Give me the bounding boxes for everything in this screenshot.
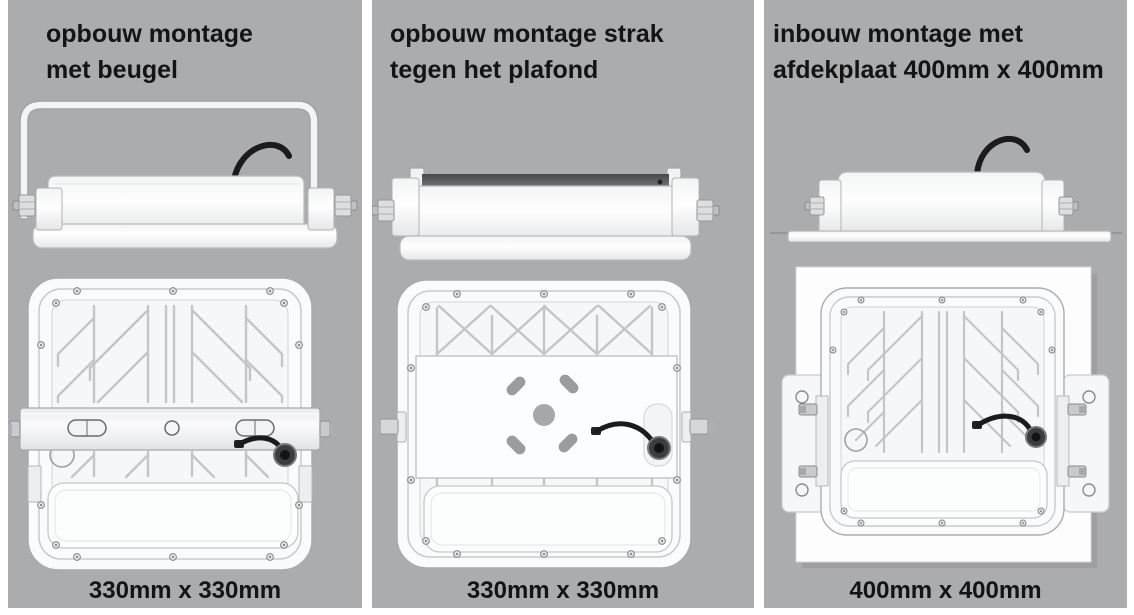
panel2-illustration <box>372 167 720 569</box>
side-view-bracket-mount <box>12 100 358 249</box>
cable-gland <box>647 436 671 460</box>
driver-box <box>840 460 1048 519</box>
panel-inbouw-met-afdekplaat: inbouw montage met afdekplaat 400mm x 40… <box>764 0 1127 608</box>
panel1-dimension-label: 330mm x 330mm <box>88 577 282 604</box>
panel1-title-line2: met beugel <box>46 56 178 84</box>
panel2-title-line1: opbouw montage strak <box>390 20 664 48</box>
side-bracket-right <box>1062 374 1110 513</box>
cover-plate-edge <box>787 230 1112 243</box>
panel3-title-line1: inbouw montage met <box>773 20 1023 48</box>
power-cable <box>974 136 1030 177</box>
panel3-title-line2: afdekplaat 400mm x 400mm <box>773 56 1104 84</box>
mounting-plate-slots <box>506 374 579 455</box>
side-view-flush-mount <box>372 167 720 261</box>
panel2-title-line2: tegen het plafond <box>390 56 599 84</box>
fixture-body-side <box>12 175 358 249</box>
cable-gland <box>273 443 297 467</box>
driver-box <box>423 485 673 553</box>
heatsink-ribs <box>846 310 1040 454</box>
panel3-dimension-label: 400mm x 400mm <box>849 577 1042 604</box>
plate-center-hole <box>533 404 555 426</box>
driver-box <box>47 482 299 549</box>
fixture-body-side <box>804 171 1079 234</box>
front-view-recessed-mount <box>781 266 1110 568</box>
heatsink-ribs <box>56 304 284 479</box>
panel2-title: opbouw montage strak tegen het plafond <box>390 16 664 88</box>
panel2-dimension-label: 330mm x 330mm <box>466 577 660 604</box>
cable-gland <box>1025 426 1047 448</box>
panel3-illustration <box>770 136 1122 568</box>
front-view-bracket-mount <box>8 277 333 571</box>
power-cable <box>975 413 1034 434</box>
mounting-bracket <box>19 100 319 218</box>
front-view-flush-mount <box>374 279 714 569</box>
fixture-body-side <box>372 177 720 261</box>
panel-opbouw-met-beugel: opbouw montage met beugel 330mm x 330mm <box>8 0 362 608</box>
panel3-title: inbouw montage met afdekplaat 400mm x 40… <box>773 16 1104 88</box>
panel1-title: opbouw montage met beugel <box>46 16 253 88</box>
heatsink-ribs <box>435 304 654 488</box>
panel1-illustration <box>8 100 358 571</box>
gland-knockout-hole <box>844 428 868 452</box>
panel1-title-line1: opbouw montage <box>46 20 253 48</box>
clamp-bolts <box>798 403 1087 478</box>
power-cable <box>231 142 292 183</box>
mounting-plate <box>415 355 678 479</box>
panel-opbouw-strak-tegen-plafond: opbouw montage strak tegen het plafond 3… <box>372 0 754 608</box>
side-view-recessed-mount <box>770 136 1122 243</box>
power-cable <box>594 421 656 445</box>
side-bolts <box>374 411 714 443</box>
